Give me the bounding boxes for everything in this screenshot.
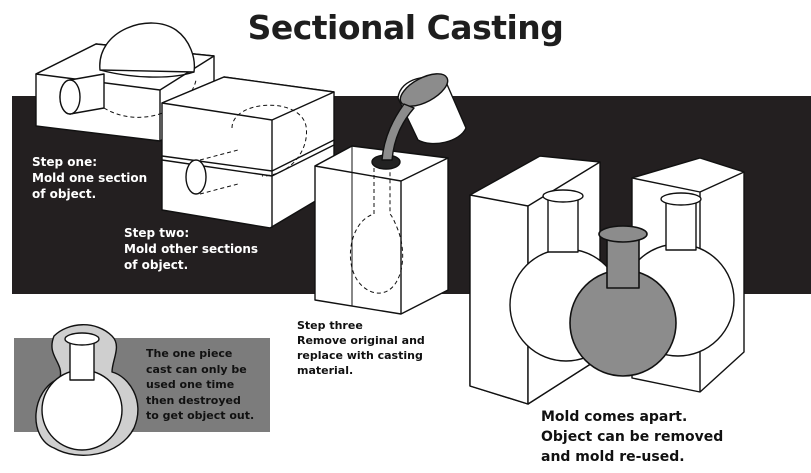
step-three-line: Remove original and	[297, 334, 425, 347]
one-piece-line: then destroyed	[146, 393, 241, 407]
step-three-label: Step three Remove original and replace w…	[297, 318, 425, 378]
step-two-label: Step two: Mold other sections of object.	[124, 225, 258, 273]
mold-note: Mold comes apart. Object can be removed …	[541, 407, 723, 467]
step-one-line: Step one:	[32, 155, 98, 169]
step-two-line: Step two:	[124, 226, 190, 240]
page-title: Sectional Casting	[247, 8, 564, 47]
one-piece-line: used one time	[146, 378, 235, 391]
one-piece-line: The one piece	[146, 347, 233, 360]
mold-halves-illustration	[469, 155, 745, 405]
step-two-line: Mold other sections	[124, 242, 258, 256]
step-one-line: of object.	[32, 187, 97, 201]
step-three-line: material.	[297, 364, 354, 377]
mold-note-line: Mold comes apart.	[541, 409, 688, 425]
mold-note-line: Object can be removed	[541, 429, 724, 445]
step-two-line: of object.	[124, 258, 189, 272]
step-three-line: Step three	[297, 319, 363, 332]
step-one-label: Step one: Mold one section of object.	[32, 154, 147, 202]
mold-note-line: and mold re-used.	[541, 449, 685, 465]
one-piece-note: The one piece cast can only be used one …	[146, 346, 254, 424]
step-three-line: replace with casting	[297, 349, 423, 362]
one-piece-line: to get object out.	[146, 409, 255, 422]
step-two-mold-illustration	[161, 76, 335, 229]
step-one-line: Mold one section	[32, 171, 148, 185]
one-piece-line: cast can only be	[146, 362, 247, 376]
step-three-mold-illustration	[314, 73, 467, 315]
one-piece-cast-illustration	[35, 324, 139, 456]
